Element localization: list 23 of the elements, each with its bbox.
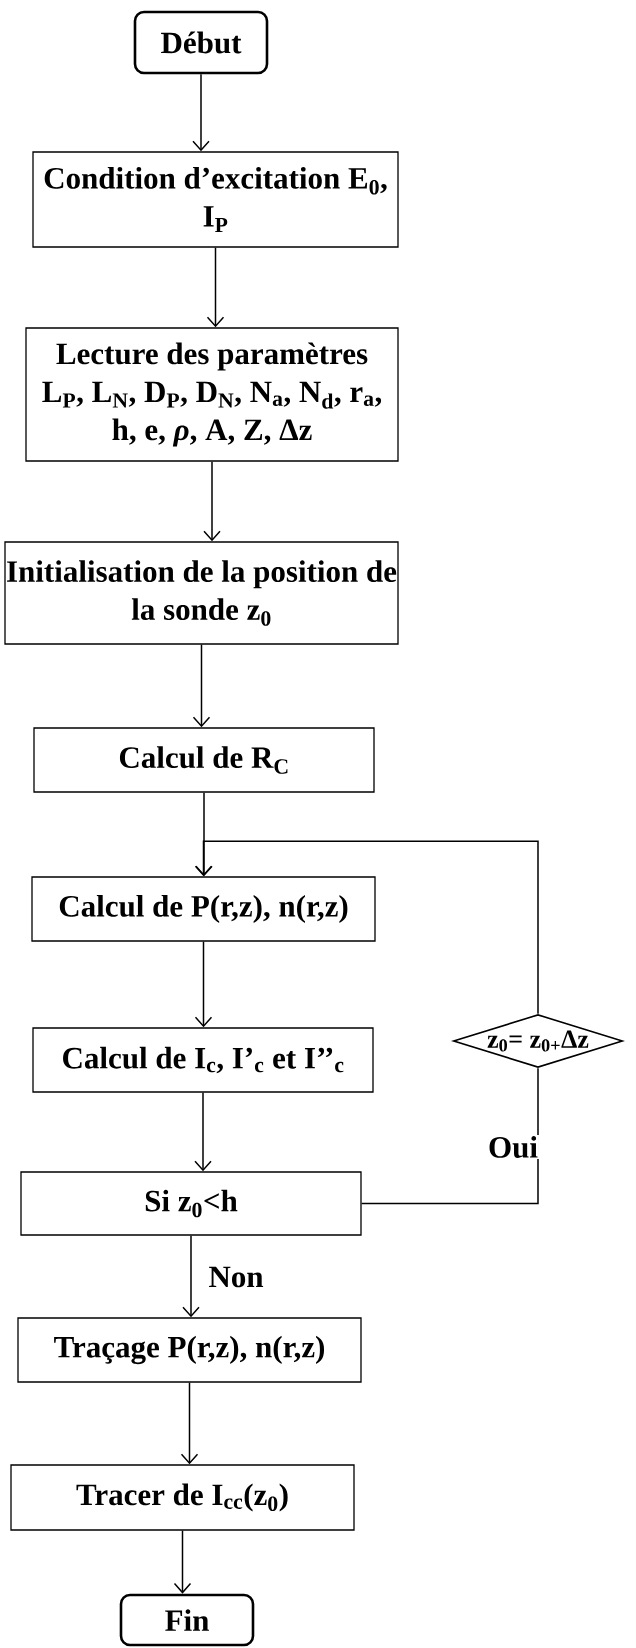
arrow <box>194 1091 212 1172</box>
arrow <box>194 840 539 1015</box>
process-box: Calcul de R$_{C}$ <box>33 727 375 793</box>
arrow <box>192 73 210 152</box>
terminal-box: Début <box>133 10 269 75</box>
process-box: Condition d’excitation E$_{0}$, I$_{P}$ <box>32 151 399 248</box>
process-box: Traçage P(r,z), n(r,z) <box>17 1317 362 1383</box>
arrow <box>180 1381 199 1465</box>
process-box: Calcul de P(r,z), n(r,z) <box>31 876 376 942</box>
arrow <box>206 246 225 328</box>
terminal-box: Fin <box>119 1593 255 1647</box>
arrow <box>192 643 211 728</box>
edge-label: Non <box>207 1265 265 1289</box>
arrow <box>194 940 213 1028</box>
process-box: Tracer de I$_{cc}$(z$_{0}$) <box>10 1464 355 1531</box>
arrow <box>203 460 221 542</box>
process-box: Lecture des paramètres L$_{P}$, L$_{N}$, D$_{P}$, D$_{N}$, N$_{a}$, N$_{d}$, r$_{a}$, h, e, ρ, A, Z, Δz <box>25 327 399 462</box>
process-box: Si z$_{0}$<h <box>20 1171 362 1236</box>
arrow <box>173 1529 192 1594</box>
process-box: Calcul de I$_{c}$, I’$_{c}$ et I’’$_{c}$ <box>32 1027 374 1093</box>
edge-label: Oui <box>487 1135 539 1159</box>
arrow <box>182 1234 200 1318</box>
process-box: Initialisation de la position de la sonde z$_{0}$ <box>4 541 399 645</box>
